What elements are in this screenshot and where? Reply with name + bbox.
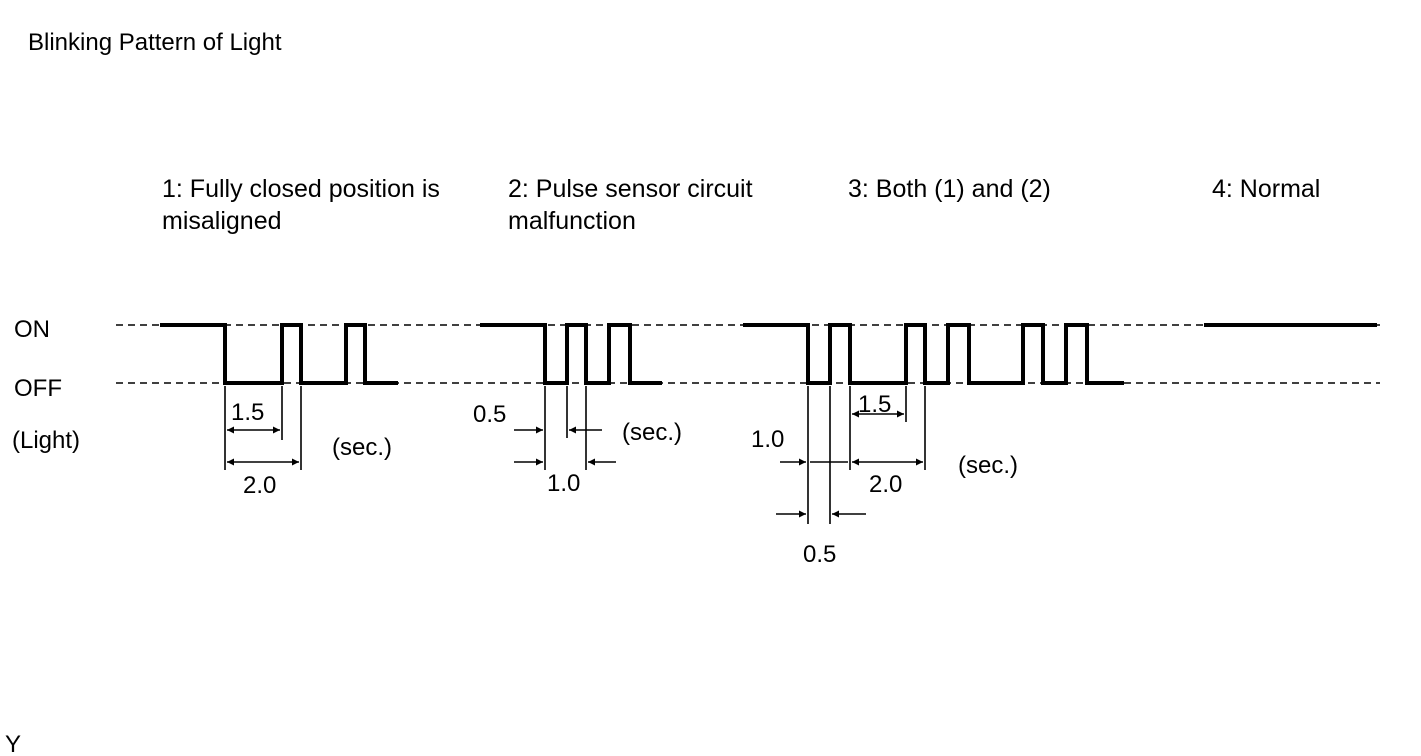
pattern-1-dim-1-5: 1.5 [231,399,264,426]
light-label: (Light) [12,427,80,454]
pattern-2-dim-1-0: 1.0 [547,470,580,497]
pattern-3-dim-1-0: 1.0 [751,426,784,453]
pattern-1-unit: (sec.) [332,434,392,461]
pattern-1-caption-line2: misaligned [162,207,282,235]
pattern-3-dim-2-0: 2.0 [869,471,902,498]
pattern-3-unit: (sec.) [958,452,1018,479]
pattern-4-caption: 4: Normal [1212,175,1320,203]
corner-label: Y [5,731,21,756]
pattern-2-waveform [480,323,662,385]
pattern-1-caption-line1: 1: Fully closed position is [162,175,440,203]
pattern-2-dim-0-5: 0.5 [473,401,506,428]
on-label: ON [14,316,50,343]
pattern-2-caption-line1: 2: Pulse sensor circuit [508,175,753,203]
off-label: OFF [14,375,62,402]
pattern-3-dim-0-5: 0.5 [803,541,836,568]
pattern-3-caption: 3: Both (1) and (2) [848,175,1051,203]
pattern-3-dimensions [776,386,926,524]
pattern-2-caption-line2: malfunction [508,207,636,235]
pattern-3-waveform [743,323,1124,385]
pattern-1-waveform [160,323,398,385]
pattern-1-dimensions [224,386,302,470]
pattern-2-dimensions [514,386,616,470]
pattern-2-unit: (sec.) [622,419,682,446]
pattern-1-dim-2-0: 2.0 [243,472,276,499]
pattern-3-dim-1-5: 1.5 [858,391,891,418]
diagram-title: Blinking Pattern of Light [28,29,282,56]
